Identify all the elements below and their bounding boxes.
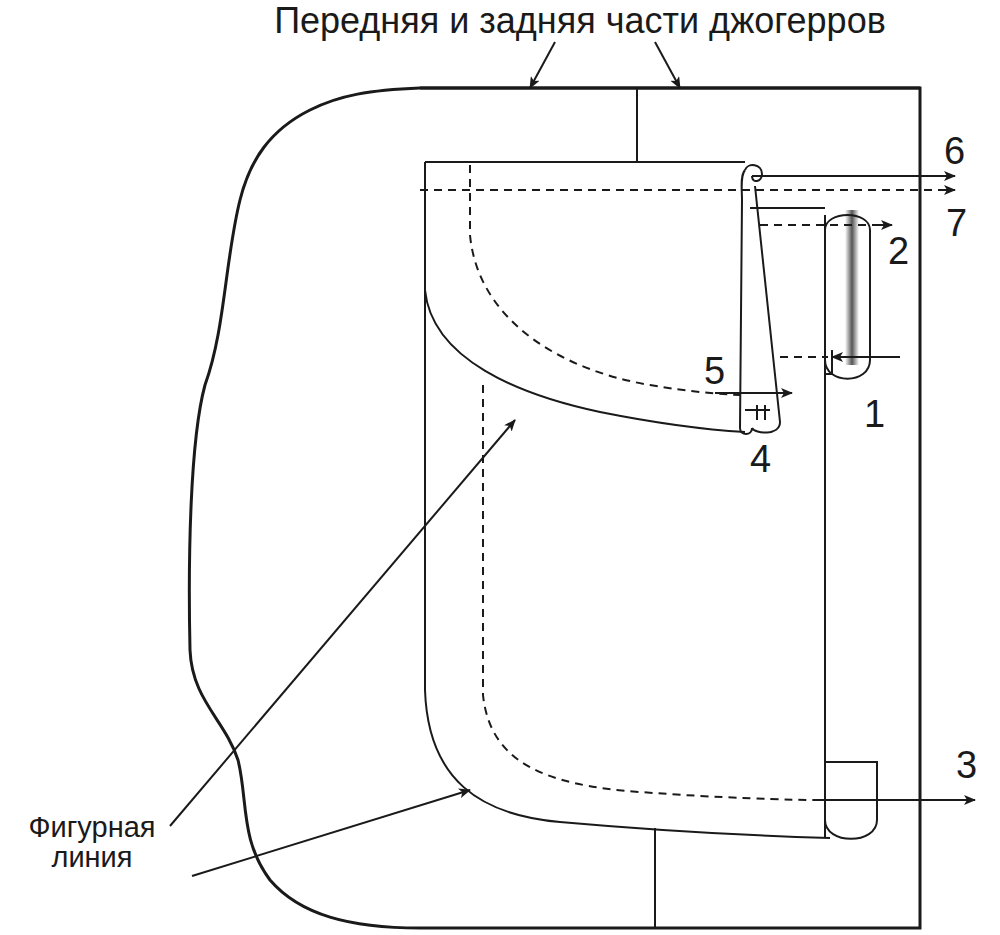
side-seam: [636, 88, 638, 162]
pocket-lower: [425, 162, 830, 838]
pocket-top: [425, 161, 745, 163]
stitch-line: [760, 224, 880, 226]
fabric-outline: [189, 88, 920, 928]
seam-arrow: [820, 799, 975, 801]
stitch-line: [483, 385, 820, 800]
facing-strip: [825, 215, 870, 379]
part-caption: Передняя и задняя части джогерров: [274, 2, 886, 40]
callout-number: 2: [888, 232, 909, 272]
fold-stitch: [745, 405, 770, 420]
leader-arrow: [170, 420, 515, 826]
leader-arrow: [655, 42, 680, 88]
leader-arrow: [192, 790, 470, 876]
stitch-line: [420, 189, 940, 191]
seam-arrow: [715, 392, 792, 394]
fold-top: [750, 207, 825, 209]
fabric-top: [420, 87, 920, 90]
seam-arrow: [940, 189, 955, 191]
seam-arrow: [832, 356, 900, 358]
stitch-line: [470, 165, 740, 395]
strip-notch: [825, 350, 832, 374]
callout-number: 4: [750, 440, 771, 480]
callout-number: 6: [944, 132, 965, 172]
strip-shade: [845, 210, 859, 365]
pocket-flap-curve: [425, 290, 745, 432]
seam-arrow: [752, 175, 955, 177]
stitch-line: [780, 356, 828, 358]
leader-arrow: [530, 42, 555, 88]
fold-edge: [745, 165, 780, 422]
callout-number: 7: [946, 204, 967, 244]
callout-number: 3: [956, 746, 977, 786]
fold-curl: [740, 422, 780, 434]
side-seam: [654, 828, 656, 928]
fold-edge: [740, 170, 745, 428]
callout-number: 1: [864, 395, 885, 435]
callout-number: 5: [704, 352, 725, 392]
part-caption: Фигурная линия: [4, 812, 180, 873]
seam-arrow: [880, 224, 892, 226]
